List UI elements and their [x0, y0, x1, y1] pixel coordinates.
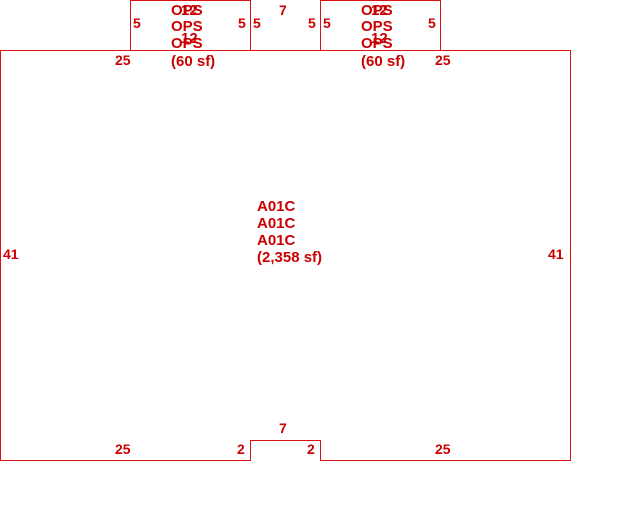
main-dim-notch-width: 7 — [279, 420, 287, 436]
main-room-id-2: A01C — [257, 215, 296, 232]
left-room-overlap-number: 12 — [181, 30, 198, 47]
main-dim-top-left: 25 — [115, 52, 131, 68]
main-room-id-1: A01C — [257, 198, 296, 215]
right-room-overlap-name: OPS — [361, 2, 393, 19]
left-room-overlap-number: 12 — [181, 2, 198, 19]
left-room-area: (60 sf) — [171, 53, 215, 70]
left-room-dim-left: 5 — [133, 15, 141, 31]
main-dim-notch-right: 2 — [307, 441, 315, 457]
main-dim-notch-left: 2 — [237, 441, 245, 457]
main-dim-right: 41 — [548, 246, 564, 262]
left-room-dim-right: 5 — [238, 15, 246, 31]
right-room-dim-right: 5 — [428, 15, 436, 31]
right-room-overlap-number: 12 — [371, 30, 388, 47]
gap-dim-width: 7 — [279, 2, 287, 18]
left-room-overlap-name: OPS — [171, 2, 203, 19]
right-room-overlap-number: 12 — [371, 2, 388, 19]
left-room-name: OPS — [171, 18, 203, 35]
main-dim-bottom-right: 25 — [435, 441, 451, 457]
left-room-type: OPS — [171, 35, 203, 52]
main-room-area: (2,358 sf) — [257, 249, 322, 266]
main-dim-bottom-left: 25 — [115, 441, 131, 457]
gap-dim-left: 5 — [253, 15, 261, 31]
main-dim-top-right: 25 — [435, 52, 451, 68]
right-room-area: (60 sf) — [361, 53, 405, 70]
gap-dim-right: 5 — [308, 15, 316, 31]
right-room-type: OPS — [361, 35, 393, 52]
main-room-outline[interactable] — [0, 50, 571, 461]
main-dim-left: 41 — [3, 246, 19, 262]
right-room-outline[interactable] — [320, 0, 441, 51]
left-room-outline[interactable] — [130, 0, 251, 51]
main-room-id-3: A01C — [257, 232, 296, 249]
right-room-name: OPS — [361, 18, 393, 35]
right-room-dim-left: 5 — [323, 15, 331, 31]
